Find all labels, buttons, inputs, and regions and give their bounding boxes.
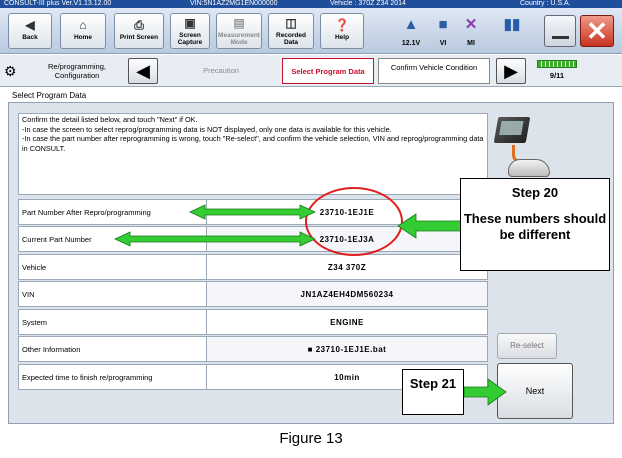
- step21-callout: Step 21: [402, 369, 464, 415]
- car-icon: [508, 159, 550, 177]
- back-arrow-icon: ◀: [25, 18, 35, 32]
- reprogramming-step[interactable]: ⚙ Re/programming, Configuration: [4, 62, 106, 80]
- print-screen-button[interactable]: ⎙ Print Screen: [114, 13, 164, 49]
- next-step-button[interactable]: ▶: [496, 58, 526, 84]
- row-label: Part Number After Repro/programming: [19, 200, 207, 224]
- home-button[interactable]: ⌂ Home: [60, 13, 106, 49]
- instruction-line: -In case the part number after reprogram…: [22, 134, 484, 153]
- vehicle-connection-graphic: [493, 115, 552, 179]
- recorded-data-button[interactable]: ◫ Recorded Data: [268, 13, 314, 49]
- signal-bars-icon: ▮▮: [503, 16, 521, 33]
- car-battery-icon: ▲: [403, 16, 419, 33]
- row-label: System: [19, 310, 207, 334]
- vin-readout: VIN:5N1AZ2MG1EN000000: [190, 0, 278, 7]
- laptop-icon: [493, 117, 531, 143]
- screen-title: Select Program Data: [12, 91, 87, 100]
- table-row: Other Information ■ 23710-1EJ1E.bat: [18, 336, 488, 362]
- row-label: Current Part Number: [19, 227, 207, 251]
- step-precaution: Precaution: [203, 66, 239, 75]
- row-value: ENGINE: [330, 317, 364, 327]
- vi-status: ■ VI: [430, 12, 456, 50]
- battery-status: ▲ 12.1V: [401, 16, 421, 47]
- table-row: Expected time to finish re/programming 1…: [18, 364, 488, 390]
- row-value: JN1AZ4EH4DM560234: [207, 282, 487, 306]
- table-row: Part Number After Repro/programming 2371…: [18, 199, 488, 225]
- country-readout: Country : U.S.A.: [520, 0, 571, 7]
- row-label: Expected time to finish re/programming: [19, 365, 207, 389]
- question-icon: ❓: [334, 18, 350, 32]
- help-button[interactable]: ❓ Help: [320, 13, 364, 49]
- screen-capture-button[interactable]: ▣ Screen Capture: [170, 13, 210, 49]
- folder-icon: ◫: [285, 16, 297, 30]
- close-button[interactable]: ✕: [580, 15, 614, 47]
- ecu-tool-icon: ⚙: [4, 63, 17, 79]
- table-row: System ENGINE: [18, 309, 488, 335]
- home-icon: ⌂: [79, 18, 87, 32]
- highlight-circle: [305, 187, 403, 256]
- minimize-button[interactable]: [544, 15, 576, 47]
- table-row: VIN JN1AZ4EH4DM560234: [18, 281, 488, 307]
- wireless-status: ▮▮: [494, 12, 530, 50]
- previous-step-button[interactable]: ◀: [128, 58, 158, 84]
- row-value: Z34 370Z: [327, 262, 367, 272]
- progress-bars-icon: [537, 60, 577, 68]
- right-arrow-icon: ▶: [504, 61, 518, 81]
- table-row: Vehicle Z34 370Z: [18, 254, 488, 280]
- row-value: ■ 23710-1EJ1E.bat: [207, 337, 487, 361]
- step-progress: 9/11: [534, 58, 580, 84]
- instruction-line: Confirm the detail listed below, and tou…: [22, 115, 198, 124]
- table-row: Current Part Number 23710-1EJ3A: [18, 226, 488, 252]
- instruction-line: -In case the screen to select reprog/pro…: [22, 124, 392, 134]
- step20-callout: Step 20 These numbers should be differen…: [460, 178, 610, 271]
- meter-icon: ▤: [233, 16, 245, 30]
- step-select-program-data: Select Program Data: [282, 58, 374, 84]
- step20-title: Step 20: [511, 185, 559, 200]
- vehicle-readout: Vehicle : 370Z Z34 2014: [330, 0, 406, 7]
- mi-disconnected-icon: ✕: [464, 16, 478, 33]
- title-bar: CONSULT-III plus Ver.V1.13.12.00 VIN:5N1…: [0, 0, 622, 8]
- toolbar: ◀ Back ⌂ Home ⎙ Print Screen ▣ Screen Ca…: [0, 8, 622, 54]
- minimize-icon: [552, 36, 569, 39]
- close-icon: ✕: [586, 16, 608, 46]
- printer-icon: ⎙: [134, 18, 144, 32]
- reselect-button[interactable]: Re-select: [497, 333, 557, 359]
- next-button[interactable]: Next: [497, 363, 573, 419]
- step20-text: These numbers should be different: [463, 211, 607, 242]
- figure-caption: Figure 13: [279, 430, 343, 447]
- mi-status: ✕ MI: [458, 12, 484, 50]
- back-button[interactable]: ◀ Back: [8, 13, 52, 49]
- vi-device-icon: ■: [438, 16, 448, 33]
- step-confirm-vehicle-condition: Confirm Vehicle Condition: [378, 58, 490, 84]
- step-navigation: ⚙ Re/programming, Configuration ◀ Precau…: [0, 55, 622, 87]
- row-label: VIN: [19, 282, 207, 306]
- measurement-mode-button[interactable]: ▤ Measurement Mode: [216, 13, 262, 49]
- row-label: Vehicle: [19, 255, 207, 279]
- left-arrow-icon: ◀: [136, 61, 150, 81]
- app-title: CONSULT-III plus Ver.V1.13.12.00: [4, 0, 112, 7]
- row-value: 10min: [334, 372, 360, 382]
- row-label: Other Information: [19, 337, 207, 361]
- instructions-box: Confirm the detail listed below, and tou…: [18, 113, 488, 195]
- camera-icon: ▣: [184, 16, 196, 30]
